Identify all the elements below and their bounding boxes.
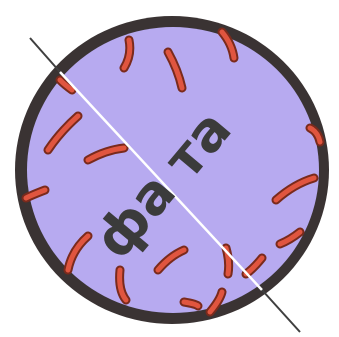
syllable-disc-illustration: фа та <box>0 0 339 337</box>
